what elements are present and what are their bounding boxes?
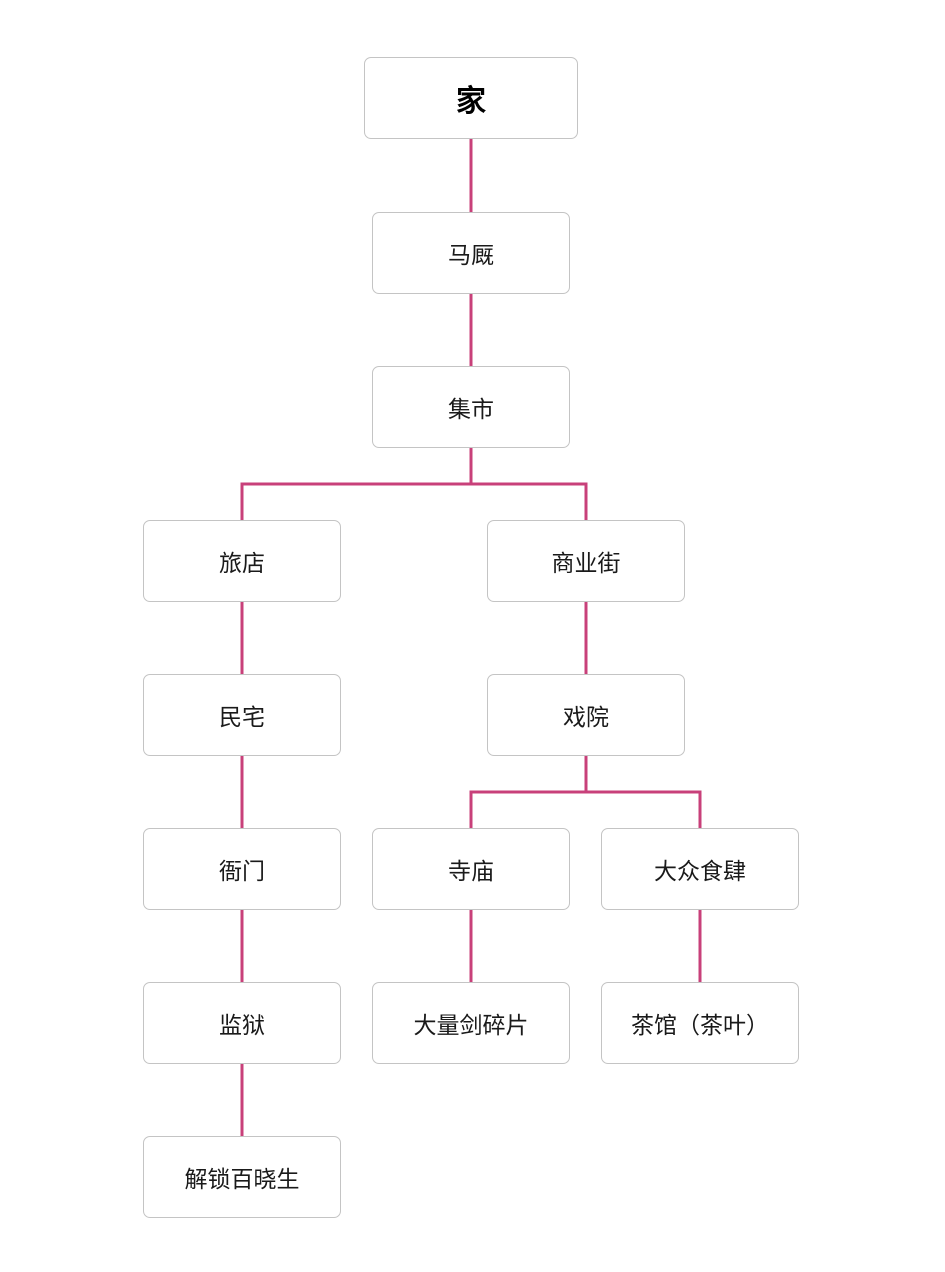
node-residence: 民宅 bbox=[143, 674, 341, 756]
node-teahouse: 茶馆（茶叶） bbox=[601, 982, 799, 1064]
node-sword-fragments: 大量剑碎片 bbox=[372, 982, 570, 1064]
node-market: 集市 bbox=[372, 366, 570, 448]
node-theater: 戏院 bbox=[487, 674, 685, 756]
connector-theater-temple bbox=[469, 756, 588, 828]
node-yamen: 衙门 bbox=[143, 828, 341, 910]
node-stable: 马厩 bbox=[372, 212, 570, 294]
node-unlock-baixiaosheng: 解锁百晓生 bbox=[143, 1136, 341, 1218]
node-home: 家 bbox=[364, 57, 578, 139]
node-inn: 旅店 bbox=[143, 520, 341, 602]
connector-market-commercial_street bbox=[469, 448, 588, 520]
node-prison: 监狱 bbox=[143, 982, 341, 1064]
connector-market-inn bbox=[240, 448, 473, 520]
node-eatery: 大众食肆 bbox=[601, 828, 799, 910]
node-temple: 寺庙 bbox=[372, 828, 570, 910]
node-commercial-street: 商业街 bbox=[487, 520, 685, 602]
connector-theater-eatery bbox=[584, 756, 702, 828]
